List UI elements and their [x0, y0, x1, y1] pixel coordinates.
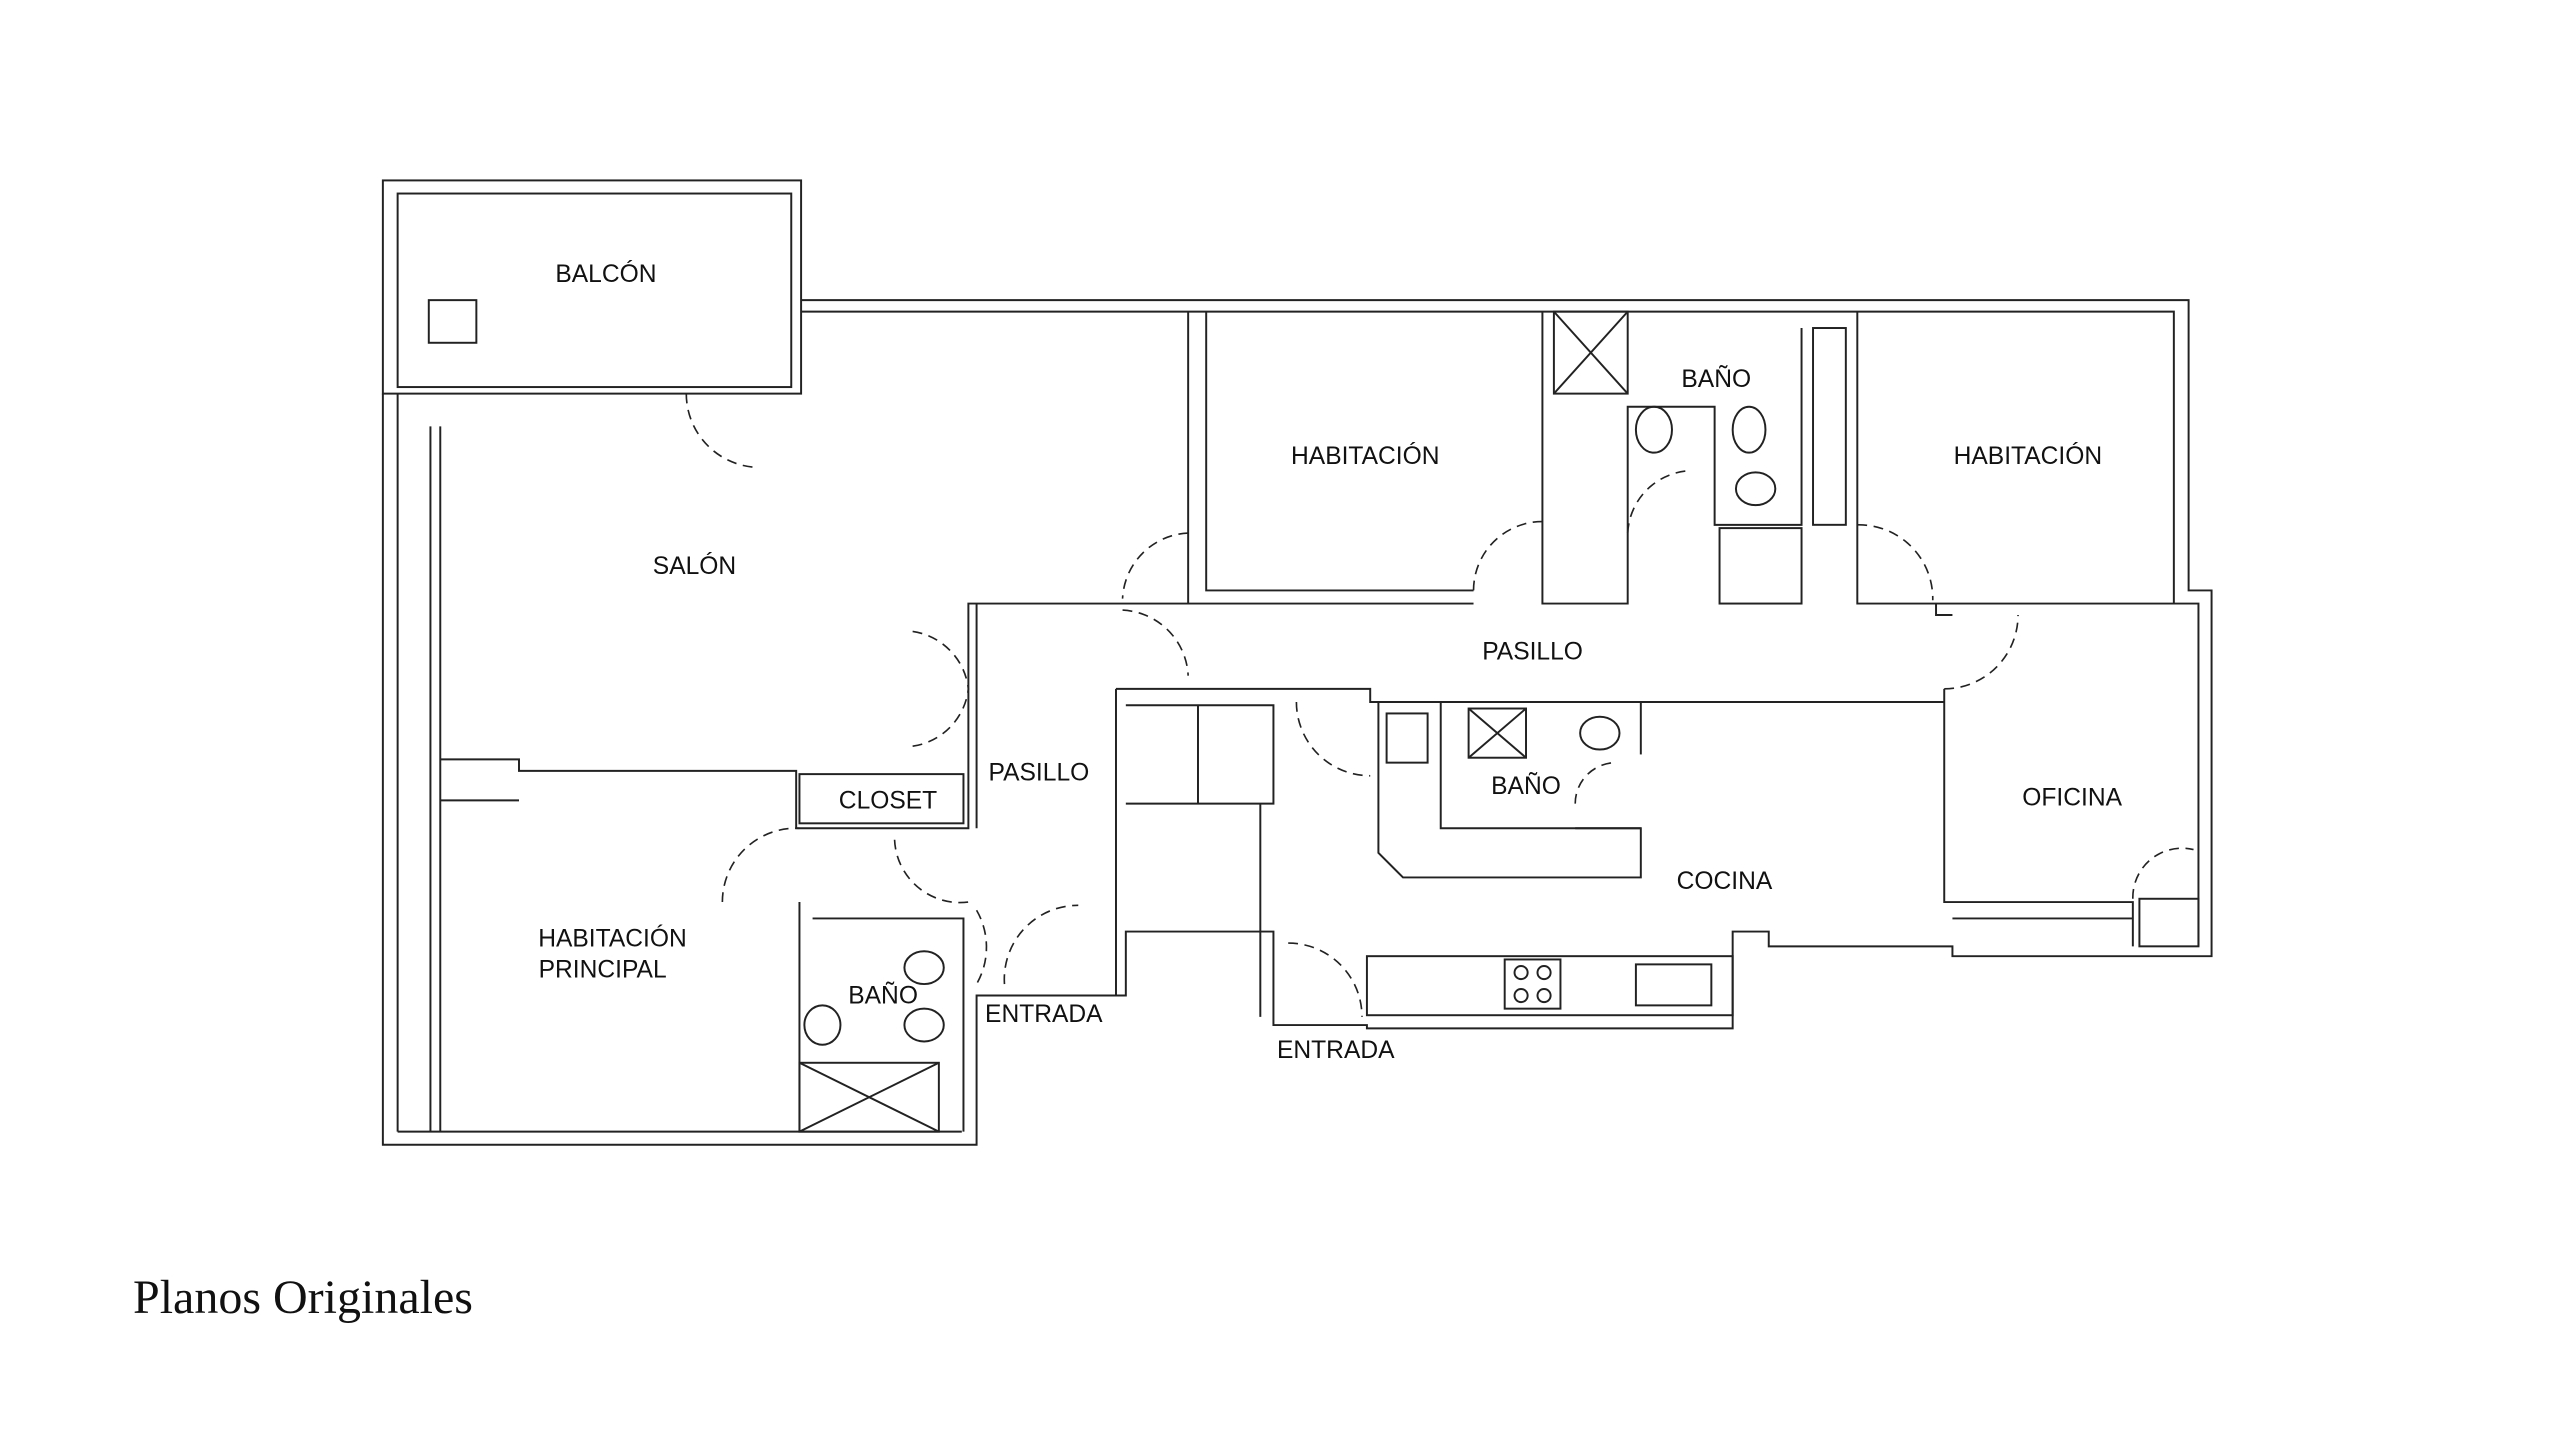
label-entrada-1: ENTRADA	[985, 1001, 1103, 1028]
kitchen-sink-icon	[1634, 963, 1713, 1007]
label-pasillo-main: PASILLO	[1482, 638, 1583, 665]
label-bano-principal: BAÑO	[848, 983, 918, 1010]
label-habitacion-1: HABITACIÓN	[1291, 443, 1440, 470]
room-labels: BALCÓN SALÓN HABITACIÓN BAÑO HABITACIÓN …	[538, 261, 2122, 1064]
label-closet: CLOSET	[839, 788, 937, 815]
walls	[381, 179, 2213, 1146]
label-pasillo-left: PASILLO	[989, 760, 1090, 787]
label-habitacion-2: HABITACIÓN	[1954, 443, 2103, 470]
label-salon: SALÓN	[653, 553, 736, 580]
sink-icon	[1579, 715, 1621, 751]
label-oficina: OFICINA	[2022, 784, 2122, 811]
sink-icon	[803, 1004, 842, 1046]
label-principal: PRINCIPAL	[539, 956, 667, 983]
sink-icon	[1634, 405, 1673, 454]
toilet-icon	[903, 950, 945, 986]
toilet-icon	[1731, 405, 1767, 454]
label-bano-top: BAÑO	[1681, 366, 1751, 393]
plan-caption: Planos Originales	[133, 1271, 473, 1324]
label-cocina: COCINA	[1677, 868, 1773, 895]
label-balcon: BALCÓN	[555, 261, 656, 288]
bidet-icon	[903, 1007, 945, 1043]
label-bano-mid: BAÑO	[1491, 773, 1561, 800]
door-swings	[685, 393, 2194, 1017]
label-habitacion-principal: HABITACIÓN	[538, 925, 687, 952]
balcony-planter	[427, 299, 478, 344]
stove-icon	[1503, 958, 1562, 1010]
label-entrada-2: ENTRADA	[1277, 1037, 1395, 1064]
bidet-icon	[1734, 471, 1777, 507]
